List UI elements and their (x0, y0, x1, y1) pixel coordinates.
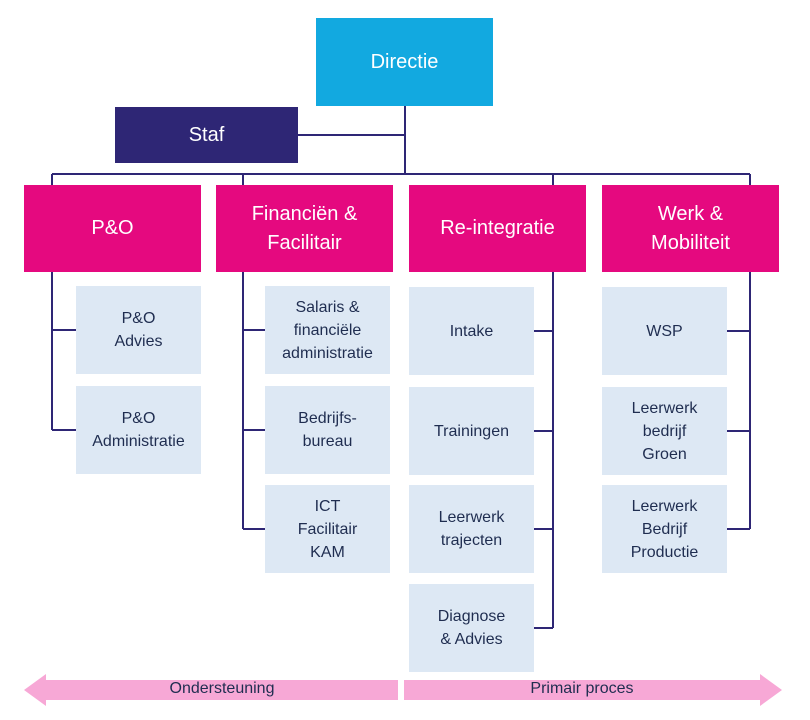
primair-proces-label: Primair proces (530, 680, 634, 697)
unit-diagnose-advies: Diagnose & Advies (409, 584, 534, 672)
ondersteuning-label: Ondersteuning (169, 680, 275, 697)
unit-leerwerk-bedrijf-groen: Leerwerk bedrijf Groen (602, 387, 727, 475)
directie-box: Directie (316, 18, 493, 106)
unit-leerwerk-trajecten: Leerwerk trajecten (409, 485, 534, 573)
unit-salaris-administratie: Salaris & financiële administratie (265, 286, 390, 374)
department-financien-facilitair: Financiën & Facilitair (216, 185, 393, 272)
unit-wsp: WSP (602, 287, 727, 375)
unit-po-advies: P&O Advies (76, 286, 201, 374)
unit-trainingen: Trainingen (409, 387, 534, 475)
unit-intake: Intake (409, 287, 534, 375)
department-werk-mobiliteit: Werk & Mobiliteit (602, 185, 779, 272)
department-po: P&O (24, 185, 201, 272)
unit-ict-facilitair-kam: ICT Facilitair KAM (265, 485, 390, 573)
unit-bedrijfsbureau: Bedrijfs- bureau (265, 386, 390, 474)
department-re-integratie: Re-integratie (409, 185, 586, 272)
staf-box: Staf (115, 107, 298, 163)
unit-leerwerk-bedrijf-productie: Leerwerk Bedrijf Productie (602, 485, 727, 573)
unit-po-administratie: P&O Administratie (76, 386, 201, 474)
ondersteuning-arrow (24, 674, 398, 706)
primair-proces-arrow (404, 674, 782, 706)
